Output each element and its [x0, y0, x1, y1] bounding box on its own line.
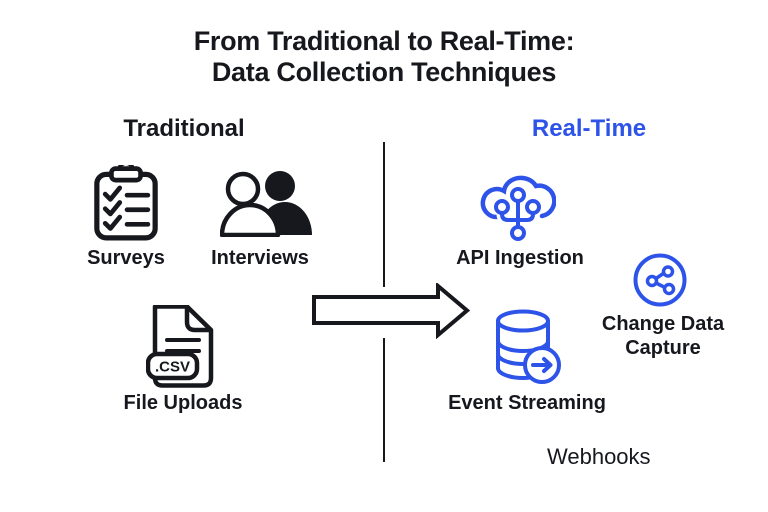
file-uploads-label: File Uploads — [123, 392, 243, 414]
surveys-label: Surveys — [87, 247, 165, 269]
title-line-1: From Traditional to Real-Time: — [193, 26, 575, 56]
file-uploads-item: .CSV — [146, 305, 216, 389]
right-arrow-icon — [312, 283, 470, 339]
csv-file-icon: .CSV — [146, 305, 214, 388]
event-streaming-label: Event Streaming — [448, 392, 606, 414]
csv-badge-label: .CSV — [155, 359, 190, 376]
title-line-2: Data Collection Techniques — [211, 57, 557, 87]
surveys-item — [93, 165, 159, 241]
traditional-section-header: Traditional — [123, 115, 245, 142]
cloud-branch-icon — [480, 175, 556, 241]
database-stream-icon — [496, 309, 561, 384]
clipboard-checklist-icon — [94, 165, 158, 241]
share-circle-icon — [633, 253, 687, 307]
flow-arrow — [311, 283, 470, 339]
realtime-section-header: Real-Time — [531, 115, 647, 142]
change-data-capture-label: Change Data Capture — [601, 313, 725, 359]
interviews-item — [220, 171, 314, 237]
webhooks-label: Webhooks — [547, 444, 651, 469]
page-title: From Traditional to Real-Time: Data Coll… — [0, 26, 768, 88]
two-people-icon — [220, 171, 312, 237]
event-streaming-item — [494, 304, 570, 384]
interviews-label: Interviews — [211, 247, 309, 269]
api-ingestion-item — [480, 160, 556, 244]
change-data-capture-item — [632, 252, 688, 308]
divider-line-upper — [383, 142, 385, 287]
api-ingestion-label: API Ingestion — [456, 247, 584, 269]
divider-line-lower — [383, 338, 385, 462]
